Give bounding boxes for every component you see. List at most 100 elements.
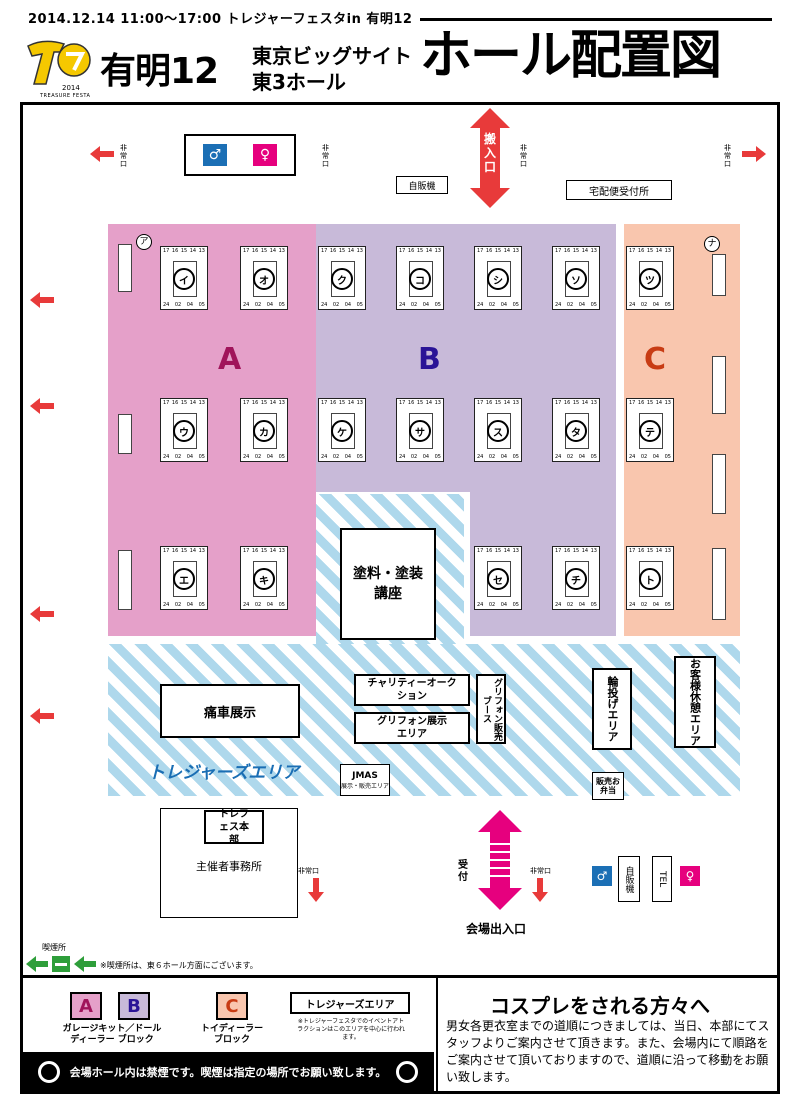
booth-number: 17 bbox=[163, 400, 170, 406]
booth-number: 17 bbox=[477, 548, 484, 554]
booth-block-label: テ bbox=[639, 420, 661, 442]
griffon-sales-booth: グリフォン販売ブース bbox=[476, 674, 506, 744]
booth-number: 02 bbox=[174, 302, 182, 308]
booth-number: 02 bbox=[488, 602, 496, 608]
booth-number: 04 bbox=[266, 302, 274, 308]
wall-booth-column bbox=[712, 454, 726, 514]
emergency-exit-label: 非常口 bbox=[724, 144, 731, 168]
booth-number: 15 bbox=[572, 248, 580, 254]
booth-number: 24 bbox=[321, 454, 328, 460]
jmas-label: JMAS bbox=[352, 770, 378, 781]
booth-number: 05 bbox=[278, 602, 285, 608]
booth-number: 02 bbox=[640, 454, 648, 460]
page-title: ホール配置図 bbox=[420, 26, 722, 86]
booth-number: 13 bbox=[664, 400, 671, 406]
exit-arrow-left bbox=[30, 292, 54, 308]
booth-number: 16 bbox=[563, 400, 571, 406]
main-entrance-label: 会場出入口 bbox=[466, 922, 527, 936]
booth-block-label: ケ bbox=[331, 420, 353, 442]
booth-block-label: チ bbox=[565, 568, 587, 590]
event-date-line: 2014.12.14 11:00〜17:00 トレジャーフェスタin 有明12 bbox=[28, 12, 413, 27]
booth-number: 24 bbox=[629, 454, 636, 460]
booth-number: 24 bbox=[163, 602, 170, 608]
booth-number: 04 bbox=[652, 454, 660, 460]
booth-number: 16 bbox=[485, 400, 493, 406]
booth-number: 14 bbox=[655, 548, 663, 554]
booth-number: 02 bbox=[254, 602, 262, 608]
booth-number: 04 bbox=[500, 454, 508, 460]
booth-number: 05 bbox=[198, 602, 205, 608]
booth-number: 04 bbox=[186, 302, 194, 308]
booth-number: 14 bbox=[503, 248, 511, 254]
booth-number: 17 bbox=[555, 248, 562, 254]
zone-c-label: C bbox=[644, 342, 667, 377]
booth-number: 17 bbox=[399, 248, 406, 254]
booth-number: 14 bbox=[425, 400, 433, 406]
booth-number: 15 bbox=[572, 548, 580, 554]
delivery-desk: 宅配便受付所 bbox=[566, 180, 672, 200]
booth-number: 13 bbox=[434, 400, 441, 406]
wall-booth-column bbox=[118, 244, 132, 292]
exit-arrow-left bbox=[30, 606, 54, 622]
map-frame bbox=[20, 102, 780, 978]
booth-number: 05 bbox=[664, 302, 671, 308]
booth-number: 16 bbox=[171, 548, 179, 554]
booth-number: 16 bbox=[637, 548, 645, 554]
booth-number: 15 bbox=[180, 548, 188, 554]
no-smoking-text: 会場ホール内は禁煙です。喫煙は指定の場所でお願い致します。 bbox=[69, 1066, 387, 1079]
emergency-exit-label: 非常口 bbox=[520, 144, 527, 168]
booth-block-label: エ bbox=[173, 568, 195, 590]
booth-number: 04 bbox=[500, 602, 508, 608]
booth-number: 14 bbox=[269, 400, 277, 406]
booth-number: 24 bbox=[629, 602, 636, 608]
booth-number: 15 bbox=[494, 400, 502, 406]
booth-number: 15 bbox=[260, 248, 268, 254]
booth-number: 24 bbox=[477, 454, 484, 460]
bento-sales: 販売お弁当 bbox=[592, 772, 624, 800]
booth-number: 16 bbox=[407, 400, 415, 406]
exit-arrow-bottom bbox=[532, 878, 548, 902]
booth-block-label: オ bbox=[253, 268, 275, 290]
booth-block-label: シ bbox=[487, 268, 509, 290]
booth-number: 04 bbox=[186, 602, 194, 608]
booth-number: 05 bbox=[512, 602, 519, 608]
booth-number: 24 bbox=[555, 602, 562, 608]
header-rule bbox=[420, 18, 772, 21]
booth-number: 16 bbox=[251, 248, 259, 254]
booth-number: 16 bbox=[407, 248, 415, 254]
booth-number: 02 bbox=[254, 454, 262, 460]
smoking-note: ※喫煙所は、東６ホール方面にございます。 bbox=[100, 961, 258, 970]
booth-number: 13 bbox=[664, 548, 671, 554]
booth-number: 05 bbox=[434, 454, 441, 460]
carry-in-arrow bbox=[470, 108, 510, 208]
booth-number: 16 bbox=[637, 400, 645, 406]
charity-auction: チャリティーオークション bbox=[354, 674, 470, 706]
booth-number: 04 bbox=[422, 302, 430, 308]
booth-number: 17 bbox=[321, 400, 328, 406]
booth-number: 15 bbox=[416, 248, 424, 254]
booth-number: 14 bbox=[269, 248, 277, 254]
booth-number: 05 bbox=[590, 454, 597, 460]
booth-number: 14 bbox=[347, 248, 355, 254]
booth-number: 02 bbox=[488, 454, 496, 460]
booth-number: 13 bbox=[590, 548, 597, 554]
wall-booth-column bbox=[712, 356, 726, 414]
